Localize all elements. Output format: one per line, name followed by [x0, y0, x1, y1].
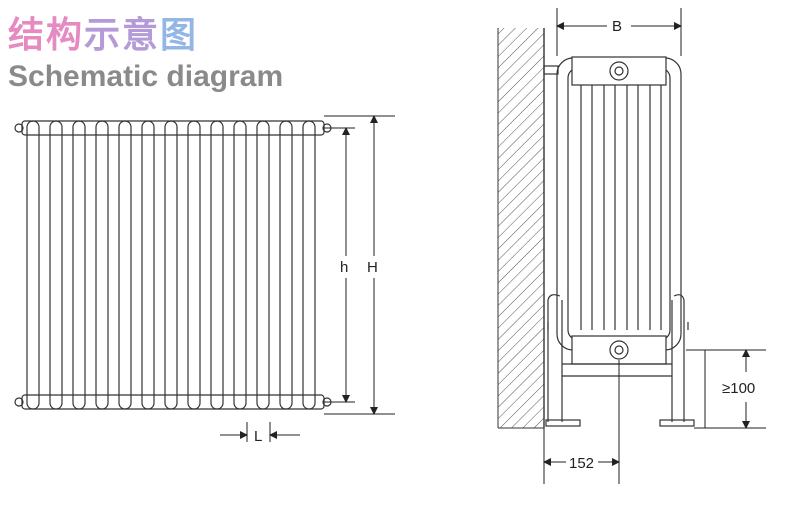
side-tubes — [580, 82, 662, 330]
bottom-header-bar — [21, 394, 325, 410]
top-left-plug — [14, 123, 24, 133]
left-foot — [545, 419, 581, 427]
dimension-H — [324, 115, 395, 415]
label-h: h — [340, 259, 348, 276]
wall-bracket-top — [543, 65, 559, 75]
top-valve — [609, 61, 629, 81]
dimension-B — [556, 8, 682, 56]
dimension-floor-clearance — [686, 349, 766, 429]
dimension-wall-distance — [543, 360, 620, 484]
label-wall-distance: 152 — [569, 455, 594, 472]
label-L: L — [254, 428, 262, 445]
dimension-h — [324, 127, 355, 403]
outer-tube-loop — [556, 57, 682, 351]
side-view — [543, 56, 695, 427]
label-floor-clearance: ≥100 — [722, 380, 755, 397]
english-title: Schematic diagram — [8, 60, 284, 93]
bottom-valve — [609, 340, 629, 360]
label-H: H — [367, 259, 378, 276]
top-header-bar — [21, 120, 325, 136]
front-view — [14, 120, 332, 410]
floor-stand — [547, 294, 685, 422]
right-foot — [659, 419, 695, 427]
bottom-left-plug — [14, 397, 24, 407]
dimension-L — [220, 422, 300, 442]
inner-tube-loop — [567, 67, 671, 341]
label-B: B — [612, 18, 622, 35]
chinese-title: 结构示意图 — [8, 15, 199, 56]
wall — [497, 28, 545, 429]
radiator-tubes — [26, 120, 316, 410]
